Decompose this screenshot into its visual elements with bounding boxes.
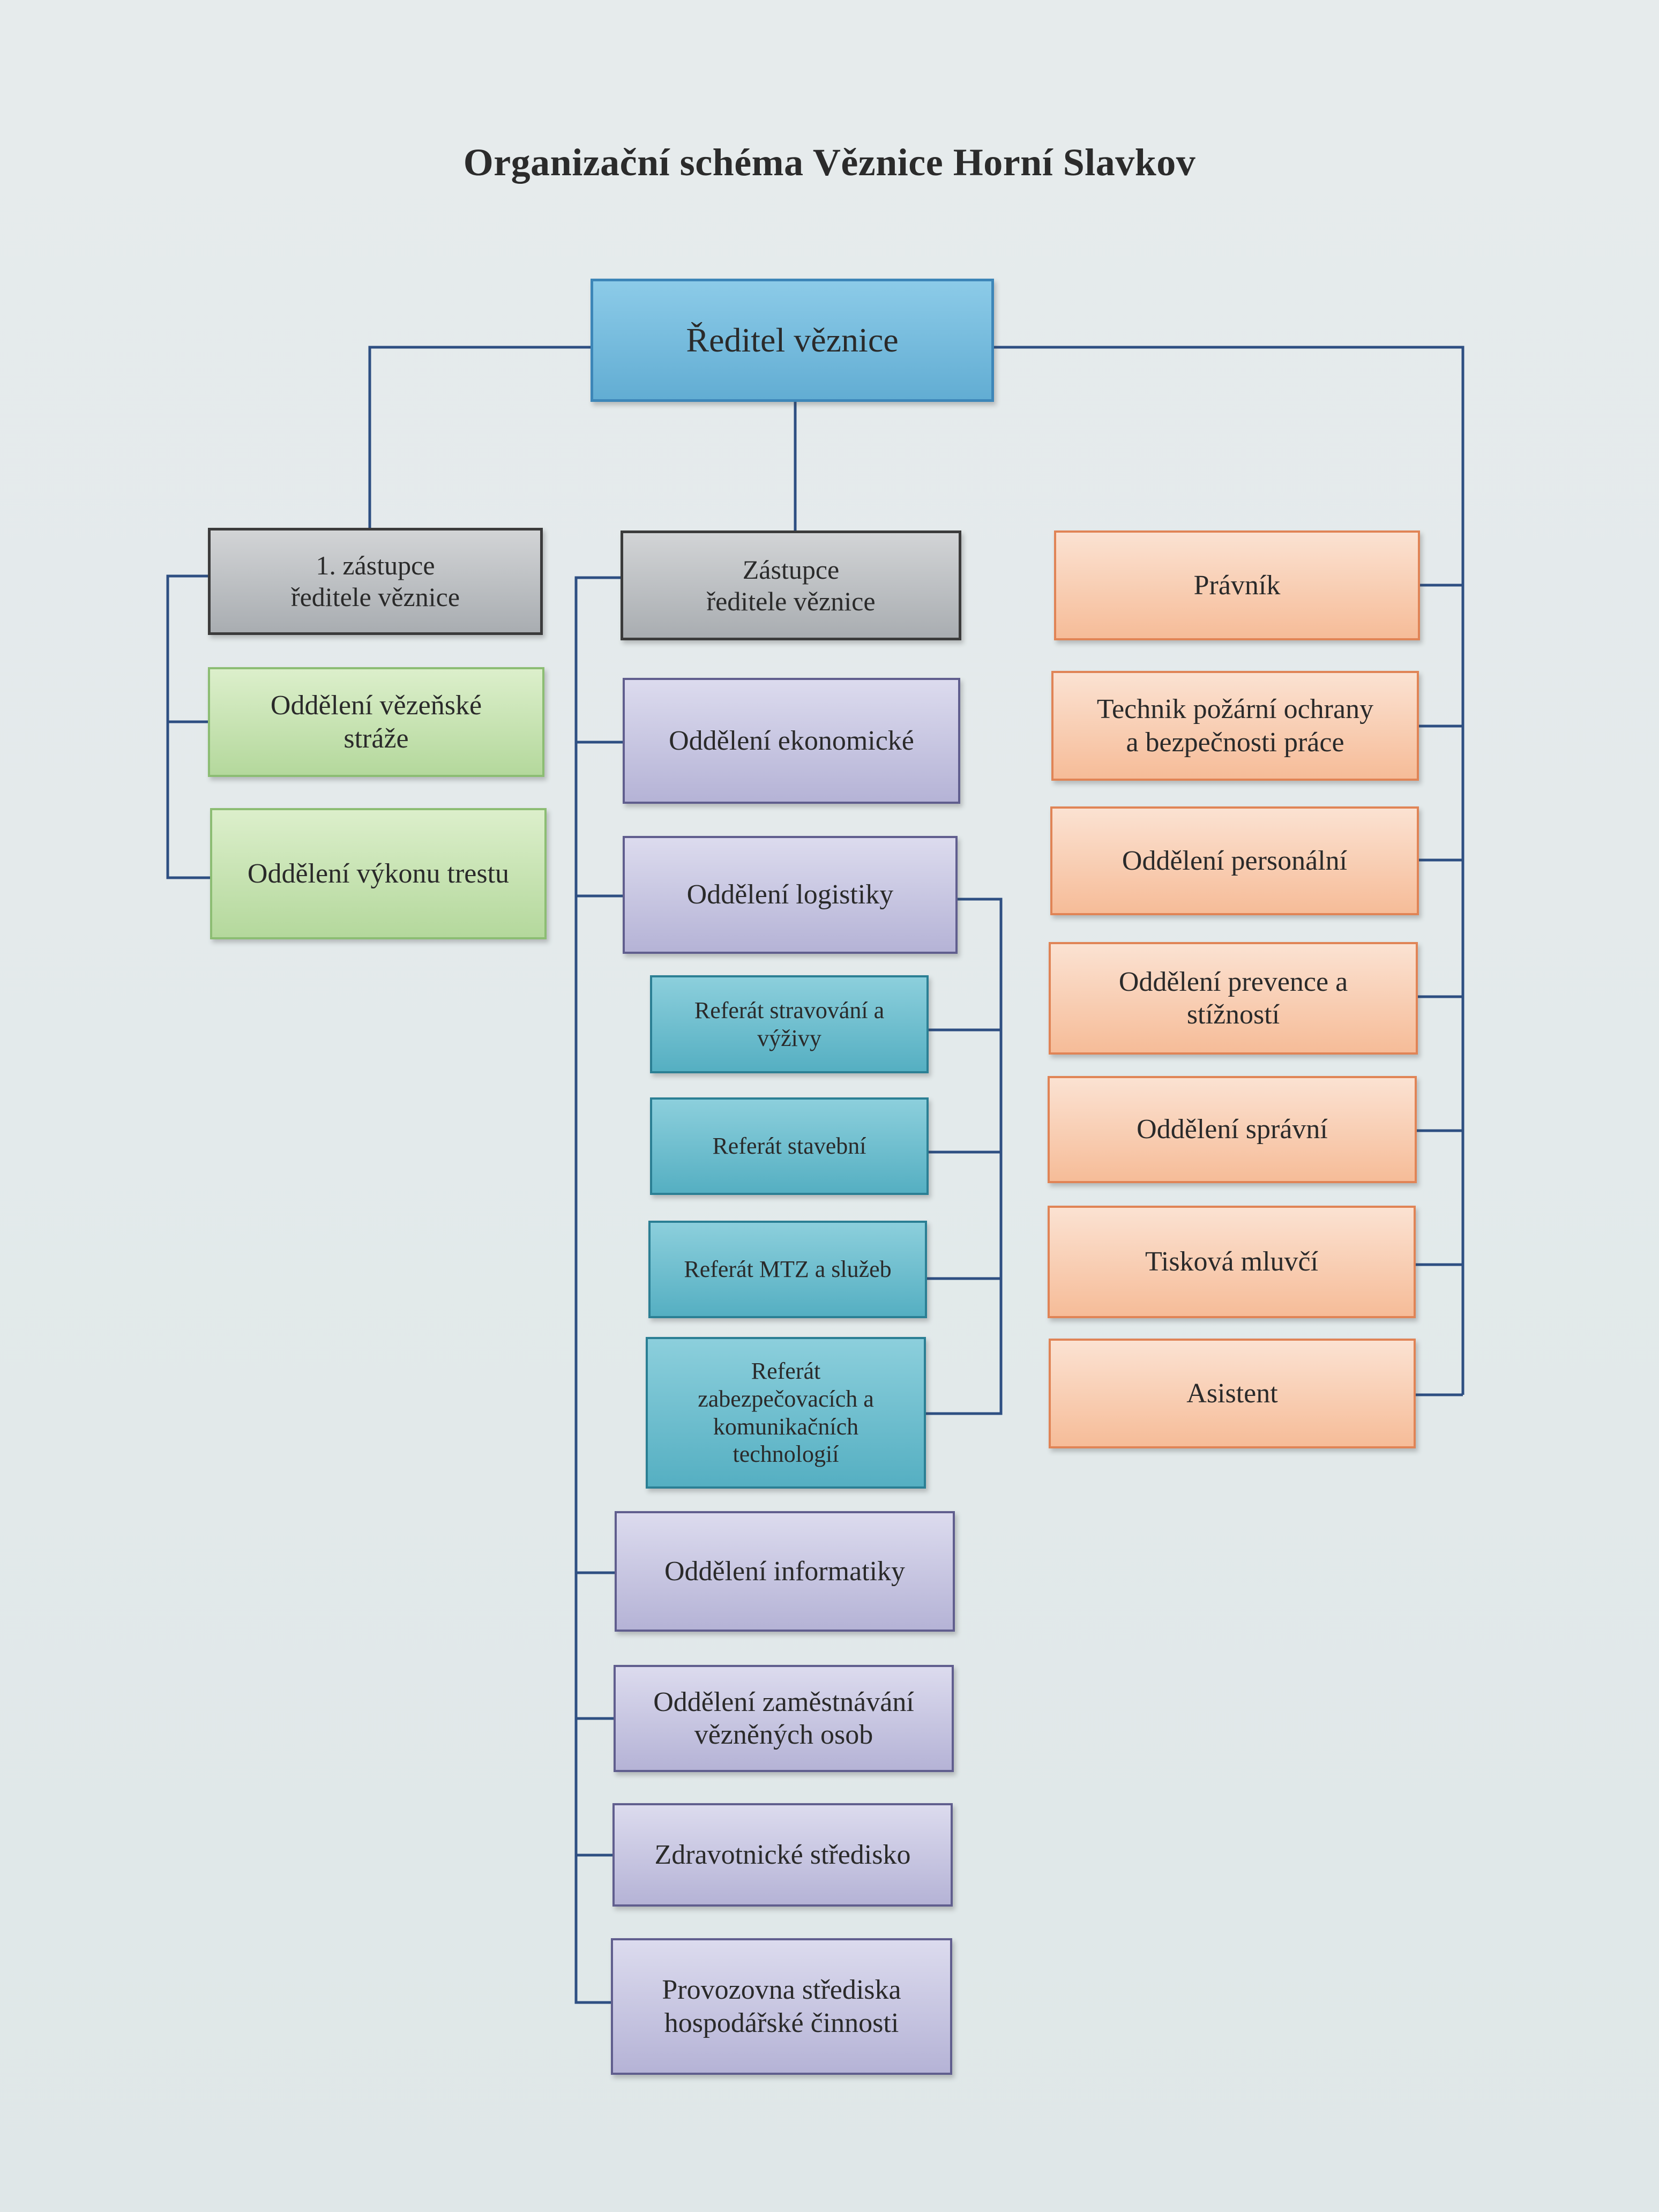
department-box-employment: Oddělení zaměstnávání vězněných osob: [614, 1665, 954, 1772]
unit-box-security-tech: Referát zabezpečovacích a komunikačních …: [646, 1337, 926, 1489]
unit-box-catering: Referát stravování a výživy: [650, 975, 929, 1073]
staff-box-press: Tisková mluvčí: [1048, 1206, 1416, 1318]
department-box-logistics: Oddělení logistiky: [623, 836, 958, 954]
staff-box-prevention: Oddělení prevence a stížností: [1049, 942, 1418, 1055]
director-label: Ředitel věznice: [686, 321, 899, 360]
department-box-economic-activity: Provozovna střediska hospodářské činnost…: [611, 1938, 952, 2075]
staff-box-personnel: Oddělení personální: [1050, 806, 1419, 915]
staff-box-fire-safety: Technik požární ochrany a bezpečnosti pr…: [1051, 671, 1419, 781]
department-label: Zdravotnické středisko: [654, 1839, 911, 1870]
unit-box-mtz: Referát MTZ a služeb: [648, 1221, 927, 1318]
director-box: Ředitel věznice: [591, 279, 994, 402]
department-box-guard: Oddělení vězeňské stráže: [208, 667, 544, 777]
connector-director-first-deputy: [368, 346, 591, 528]
staff-label: Oddělení personální: [1122, 845, 1348, 876]
staff-label: Tisková mluvčí: [1145, 1246, 1319, 1277]
staff-label: Právník: [1193, 570, 1281, 601]
connector-director-staff: [994, 346, 1464, 1395]
department-label: Oddělení informatiky: [664, 1556, 906, 1587]
staff-label: Asistent: [1186, 1378, 1278, 1409]
department-label: Oddělení zaměstnávání vězněných osob: [653, 1686, 914, 1750]
page-title: Organizační schéma Věznice Horní Slavkov: [463, 141, 1196, 184]
staff-box-lawyer: Právník: [1054, 530, 1420, 640]
staff-label: Oddělení správní: [1137, 1114, 1328, 1145]
first-deputy-box: 1. zástupce ředitele věznice: [208, 528, 543, 635]
department-box-medical: Zdravotnické středisko: [612, 1803, 953, 1907]
unit-label: Referát stavební: [712, 1133, 866, 1160]
unit-label: Referát MTZ a služeb: [684, 1256, 892, 1283]
deputy-box: Zástupce ředitele věznice: [621, 530, 961, 640]
department-label: Oddělení výkonu trestu: [247, 858, 510, 889]
staff-label: Technik požární ochrany a bezpečnosti pr…: [1096, 694, 1374, 758]
staff-label: Oddělení prevence a stížností: [1118, 966, 1348, 1030]
unit-label: Referát stravování a výživy: [694, 997, 885, 1051]
department-label: Oddělení ekonomické: [669, 725, 914, 756]
deputy-label: Zástupce ředitele věznice: [706, 554, 876, 616]
department-box-sentence: Oddělení výkonu trestu: [210, 808, 547, 939]
staff-box-assistant: Asistent: [1049, 1339, 1416, 1448]
department-label: Oddělení vězeňské stráže: [270, 690, 482, 754]
unit-label: Referát zabezpečovacích a komunikačních …: [698, 1357, 874, 1468]
department-box-economic: Oddělení ekonomické: [623, 678, 960, 804]
staff-box-administration: Oddělení správní: [1048, 1076, 1417, 1183]
department-label: Oddělení logistiky: [686, 879, 894, 910]
unit-box-construction: Referát stavební: [650, 1097, 929, 1195]
department-box-it: Oddělení informatiky: [615, 1511, 955, 1632]
department-label: Provozovna střediska hospodářské činnost…: [662, 1975, 901, 2038]
first-deputy-label: 1. zástupce ředitele věznice: [290, 550, 460, 612]
